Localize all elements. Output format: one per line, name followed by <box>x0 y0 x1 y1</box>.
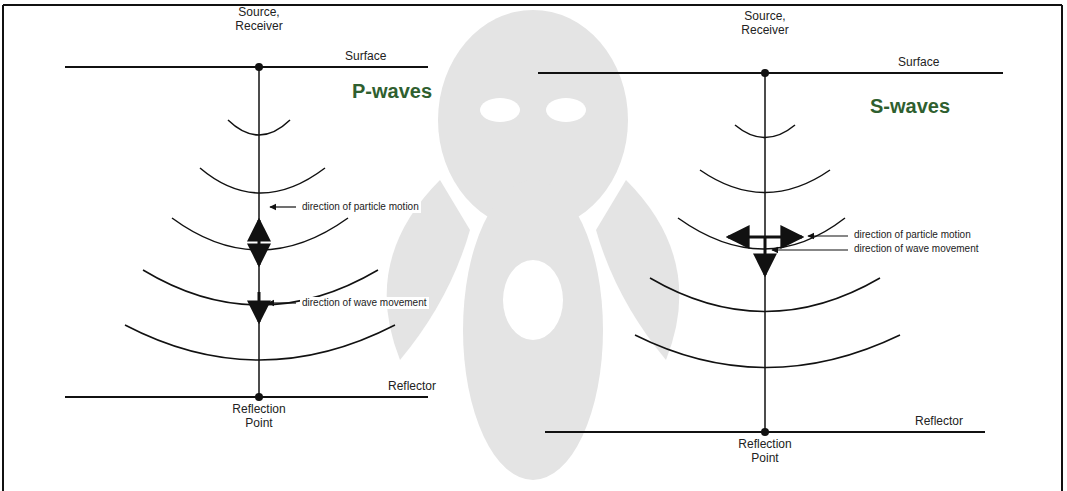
wave-title: P-waves <box>352 80 432 103</box>
surface-label: Surface <box>345 50 386 64</box>
reflector-label: Reflector <box>915 415 963 429</box>
callout-label: direction of particle motion <box>852 229 973 241</box>
callout-label: direction of wave movement <box>300 297 429 309</box>
reflector-label: Reflector <box>388 380 436 394</box>
callout-label: direction of wave movement <box>852 243 981 255</box>
callout-label: direction of particle motion <box>300 201 421 213</box>
point-label: Source, Receiver <box>229 6 289 34</box>
point-label: Reflection Point <box>730 438 800 466</box>
surface-label: Surface <box>898 56 939 70</box>
wave-title: S-waves <box>870 95 950 118</box>
point-label: Source, Receiver <box>735 10 795 38</box>
point-label: Reflection Point <box>224 403 294 431</box>
